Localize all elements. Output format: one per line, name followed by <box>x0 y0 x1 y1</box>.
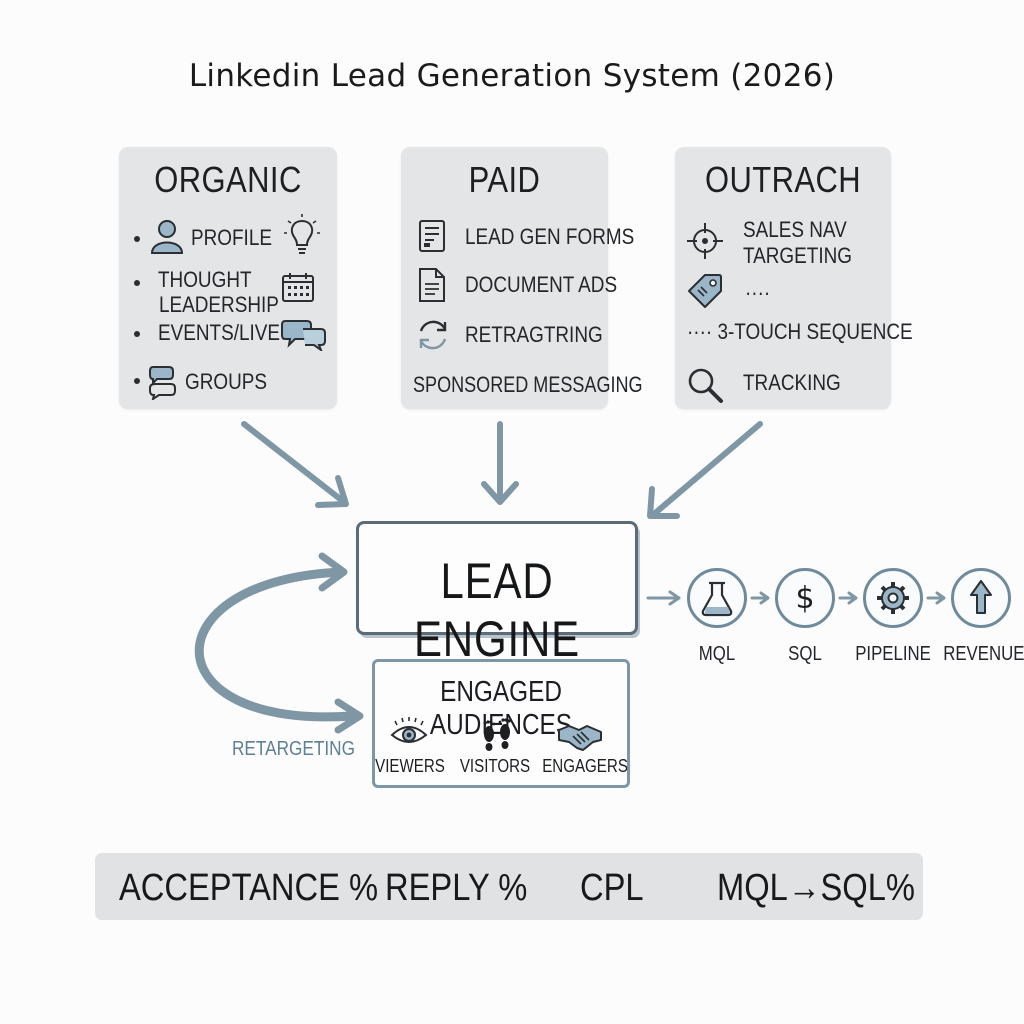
flask-icon <box>701 581 733 617</box>
paid-item-retargeting: RETRAGTRING <box>465 322 603 347</box>
outreach-panel: OUTRACH SALES NAV TARGETING ···· ···· 3-… <box>675 147 913 409</box>
audience-viewers: VIEWERS <box>375 756 445 776</box>
sql-stage: $ <box>775 568 835 628</box>
organic-item-leadership: LEADERSHIP <box>159 292 279 317</box>
person-icon <box>149 217 185 255</box>
crosshair-icon <box>685 221 725 261</box>
retargeting-label: RETARGETING <box>232 738 355 760</box>
organic-item-profile: PROFILE <box>191 225 272 250</box>
paid-item-sponsored-messaging: SPONSORED MESSAGING <box>413 372 643 397</box>
lead-engine-box: LEAD ENGINE <box>356 521 638 667</box>
arrow-outreach-to-engine <box>651 421 763 517</box>
lead-engine-label: LEAD ENGINE <box>413 553 581 667</box>
up-arrow-icon <box>970 580 992 614</box>
bullet <box>134 236 140 242</box>
engaged-audiences-heading: ENGAGED AUDIENCES <box>429 676 573 741</box>
metric-cpl: CPL <box>580 867 644 909</box>
organic-item-thought: THOUGHT <box>158 267 252 292</box>
diagram-title: Linkedin Lead Generation System (2026) <box>188 58 836 94</box>
bullet <box>134 378 140 384</box>
mql-stage <box>687 568 747 628</box>
arrow-organic-to-engine <box>241 421 347 505</box>
metric-reply: REPLY % <box>385 867 528 909</box>
tag-icon <box>685 271 725 309</box>
handshake-icon <box>557 720 603 752</box>
outreach-item-3-touch-sequence: ···· 3-TOUCH SEQUENCE <box>687 319 913 344</box>
retargeting-loop-arrow <box>194 567 357 722</box>
gear-icon <box>877 582 909 614</box>
bullet <box>134 331 140 337</box>
group-chat-icon <box>147 364 177 400</box>
metrics-bar: ACCEPTANCE % REPLY % CPL MQL→SQL% <box>95 853 923 920</box>
funnel-label-pipeline: PIPELINE <box>855 643 931 665</box>
outreach-item-tracking: TRACKING <box>743 370 841 395</box>
outreach-item-sales-nav: SALES NAV <box>743 217 847 242</box>
form-icon <box>418 219 446 253</box>
paid-heading: PAID <box>468 159 541 200</box>
calendar-icon <box>281 271 315 303</box>
organic-heading: ORGANIC <box>154 159 302 200</box>
lightbulb-icon <box>283 213 321 259</box>
paid-item-lead-gen-forms: LEAD GEN FORMS <box>465 224 635 249</box>
refresh-icon <box>415 317 451 353</box>
organic-item-groups: GROUPS <box>185 369 268 394</box>
metric-acceptance: ACCEPTANCE % <box>119 867 379 909</box>
engaged-audiences-box: ENGAGED AUDIENCES VIEWERS VISITORS ENGAG… <box>372 659 630 788</box>
funnel-label-revenue: REVENUE <box>943 643 1024 665</box>
paid-panel: PAID LEAD GEN FORMS DOCUMENT ADS RETRAGT… <box>401 147 643 409</box>
pipeline-stage <box>863 568 923 628</box>
funnel-label-sql: SQL <box>788 643 822 665</box>
document-icon <box>418 267 446 303</box>
magnifier-icon <box>685 365 725 405</box>
svg-text:$: $ <box>795 581 814 616</box>
audience-engagers: ENGAGERS <box>542 756 628 776</box>
organic-item-events-live: EVENTS/LIVE <box>158 320 280 345</box>
outreach-item-dots: ···· <box>745 280 771 305</box>
paid-item-document-ads: DOCUMENT ADS <box>465 272 618 297</box>
funnel-label-mql: MQL <box>698 643 736 665</box>
footprints-icon <box>477 714 517 754</box>
eye-icon <box>389 717 429 751</box>
outreach-heading: OUTRACH <box>704 159 862 200</box>
outreach-item-targeting: TARGETING <box>743 243 852 268</box>
dollar-icon: $ <box>795 581 814 616</box>
organic-panel: ORGANIC PROFILE THOUGHT LEADERSHIP EVENT… <box>119 147 337 409</box>
bullet <box>134 280 140 286</box>
revenue-stage <box>951 568 1011 628</box>
metric-mql-sql: MQL→SQL% <box>717 867 915 909</box>
chat-bubbles-icon <box>281 317 327 351</box>
audience-visitors: VISITORS <box>459 756 531 776</box>
